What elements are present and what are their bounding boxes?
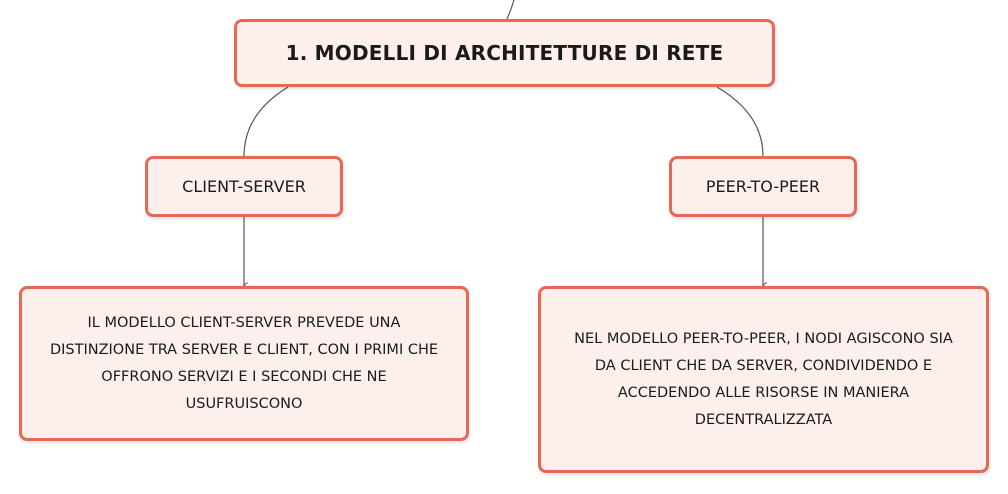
connector-root-to-client-server <box>243 86 289 157</box>
root-topic-label: 1. MODELLI DI ARCHITETTURE DI RETE <box>285 41 724 65</box>
incoming-connector <box>506 0 515 20</box>
root-topic-node[interactable]: 1. MODELLI DI ARCHITETTURE DI RETE <box>234 19 775 87</box>
client-server-label: CLIENT-SERVER <box>182 177 306 196</box>
peer-to-peer-description-text: NEL MODELLO PEER-TO-PEER, I NODI AGISCON… <box>574 330 953 428</box>
client-server-node[interactable]: CLIENT-SERVER <box>145 156 343 217</box>
client-server-description-text: IL MODELLO CLIENT-SERVER PREVEDE UNA DIS… <box>49 314 439 412</box>
peer-to-peer-label: PEER-TO-PEER <box>705 177 821 196</box>
connector-root-to-peer-to-peer <box>716 86 764 157</box>
client-server-description-node[interactable]: IL MODELLO CLIENT-SERVER PREVEDE UNA DIS… <box>19 286 469 441</box>
peer-to-peer-node[interactable]: PEER-TO-PEER <box>669 156 857 217</box>
peer-to-peer-description-node[interactable]: NEL MODELLO PEER-TO-PEER, I NODI AGISCON… <box>538 286 989 473</box>
